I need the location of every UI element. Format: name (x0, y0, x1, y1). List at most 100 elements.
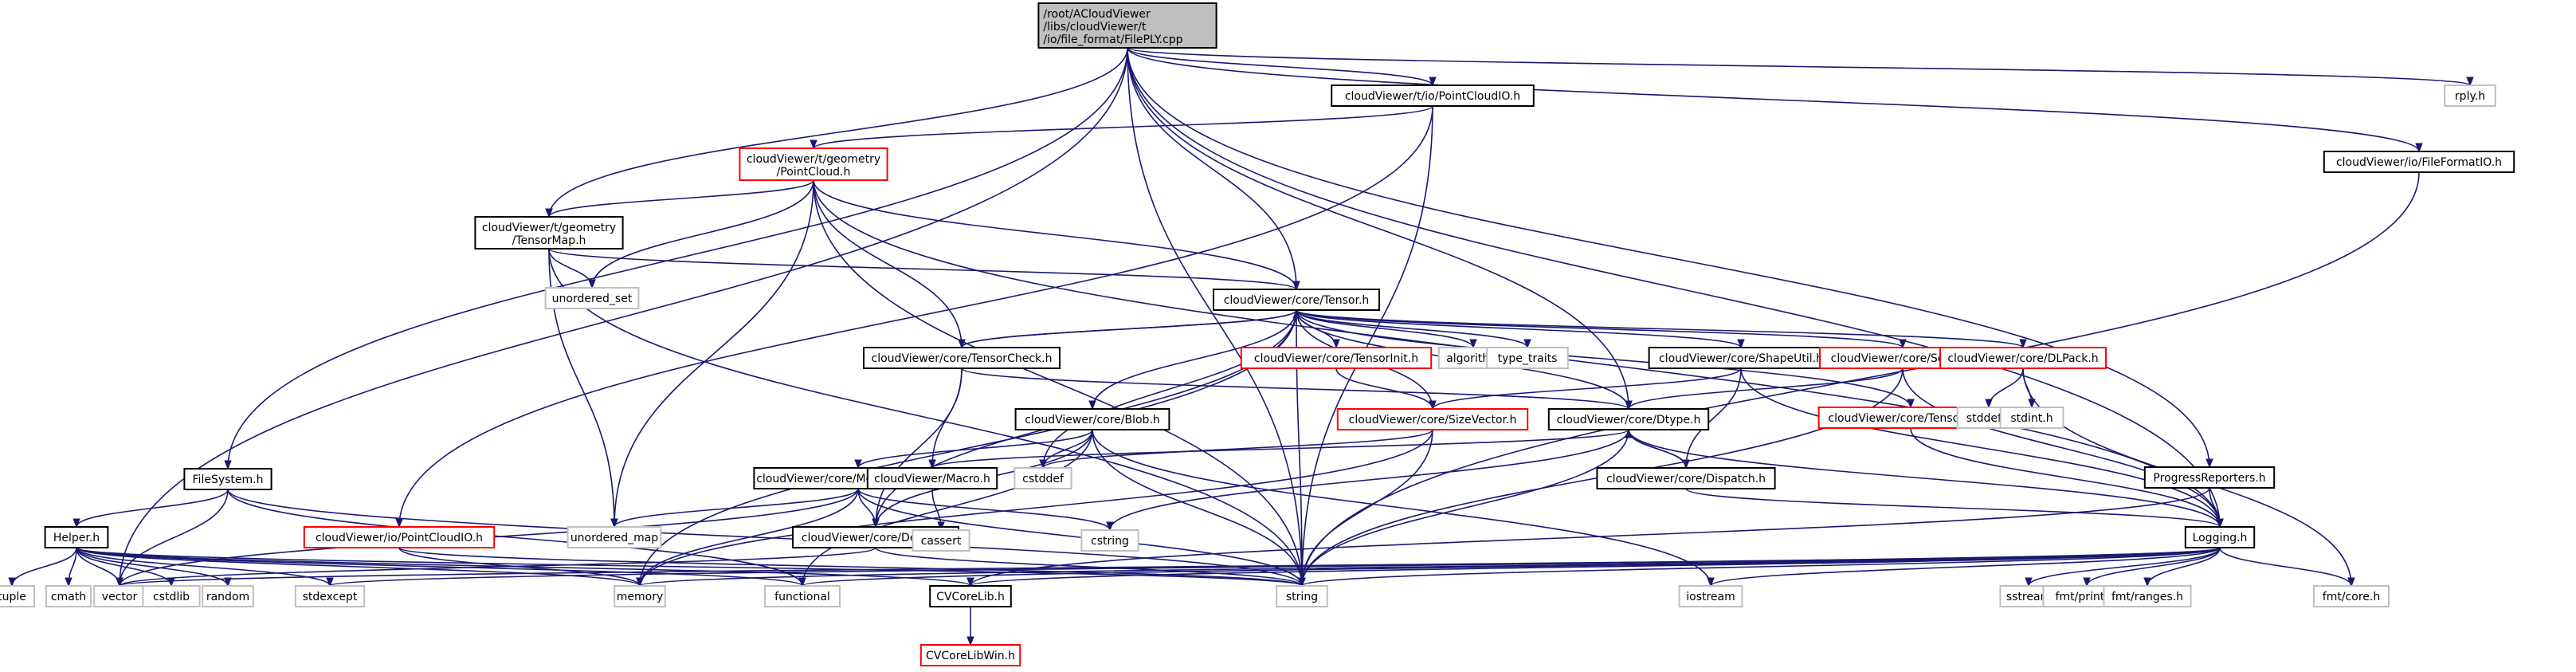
node-tensorcheck[interactable]: cloudViewer/core/TensorCheck.h (863, 347, 1061, 369)
node-functional[interactable]: functional (764, 585, 841, 607)
node-box (1037, 2, 1217, 49)
node-tensorinit[interactable]: cloudViewer/core/TensorInit.h (1240, 347, 1433, 369)
node-tensor[interactable]: cloudViewer/core/Tensor.h (1213, 289, 1380, 311)
node-cassert[interactable]: cassert (912, 529, 970, 552)
edge-logging-to-cvcorelib (970, 547, 2221, 587)
arrowhead-icon (1625, 400, 1633, 411)
node-io-ffio[interactable]: cloudViewer/io/FileFormatIO.h (2323, 151, 2515, 173)
node-logging[interactable]: Logging.h (2184, 526, 2256, 548)
node-label: cloudViewer/core/TensorKey.h (1828, 412, 1993, 425)
edge-root-to-logging (1127, 47, 2221, 528)
node-stdexcept[interactable]: stdexcept (294, 585, 366, 607)
edge-tensorcheck-to-dtype (961, 367, 1629, 410)
arrowhead-icon (872, 518, 880, 529)
node-box (45, 585, 92, 607)
edge-blob-to-functional (802, 429, 1093, 587)
node-unordered-map[interactable]: unordered_map (567, 526, 662, 548)
edge-tensor-to-algorithm (1296, 309, 1474, 348)
node-t-geom-tm[interactable]: cloudViewer/t/geometry/TensorMap.h (474, 216, 624, 250)
edge-t_io_pcio-to-t_geom_pc (813, 105, 1433, 149)
node-random[interactable]: random (202, 585, 254, 607)
edge-sizevector-to-memory (639, 429, 1433, 587)
node-label: cassert (921, 535, 962, 548)
edge-tensorcheck-to-tensor (961, 309, 1297, 348)
node-vector[interactable]: vector (93, 585, 146, 607)
edge-logging-to-string (1301, 547, 2221, 587)
node-box (1331, 84, 1535, 107)
node-tuple[interactable]: tuple (0, 585, 35, 607)
node-label: string (1286, 591, 1318, 603)
edge-blob-to-string (1092, 429, 1303, 587)
node-blob[interactable]: cloudViewer/core/Blob.h (1014, 408, 1170, 430)
node-dispatch[interactable]: cloudViewer/core/Dispatch.h (1596, 467, 1776, 489)
node-filesystem[interactable]: FileSystem.h (183, 468, 272, 490)
arrowhead-icon (1332, 339, 1340, 349)
node-cmath[interactable]: cmath (45, 585, 92, 607)
node-box (1547, 408, 1710, 430)
node-helper[interactable]: Helper.h (44, 526, 109, 548)
node-box (544, 287, 640, 309)
node-io-pcio[interactable]: cloudViewer/io/PointCloudIO.h (303, 526, 496, 548)
edge-io_pcio-to-string (398, 547, 1303, 587)
node-macro[interactable]: cloudViewer/Macro.h (866, 467, 998, 489)
edge-t_geom_tm-to-tensor (548, 248, 1297, 290)
edge-memmgr-to-unordered_map (614, 488, 859, 528)
node-rply[interactable]: rply.h (2444, 84, 2496, 107)
edge-root-to-io_ffio (1127, 47, 2420, 152)
node-label: fmt/printf.h (2056, 591, 2119, 603)
node-box (1213, 289, 1380, 311)
node-root[interactable]: /root/ACloudViewer/libs/cloudViewer/t/io… (1037, 2, 1217, 49)
node-cstdlib[interactable]: cstdlib (142, 585, 201, 607)
edge-t_geom_pc-to-unordered_map (614, 179, 814, 528)
arrowhead-icon (1106, 521, 1114, 532)
node-string[interactable]: string (1276, 585, 1328, 607)
node-type-traits[interactable]: type_traits (1486, 347, 1569, 369)
node-dtype[interactable]: cloudViewer/core/Dtype.h (1547, 408, 1710, 430)
edge-dtype-to-cstring (1109, 429, 1629, 531)
node-label: /libs/cloudViewer/t (1043, 21, 1147, 33)
arrowhead-icon (1429, 400, 1437, 411)
edge-root-to-rply (1127, 47, 2471, 86)
node-label: unordered_set (552, 293, 633, 305)
edge-root-to-tensor (1127, 47, 1297, 290)
node-memory[interactable]: memory (614, 585, 666, 607)
node-label: CVCoreLib.h (936, 591, 1005, 603)
edge-tensor-to-tensorkey (1296, 309, 1911, 408)
arrowhead-icon (958, 339, 966, 349)
edge-filesystem-to-helper (76, 489, 229, 528)
node-label: /io/file_format/FilePLY.cpp (1043, 33, 1182, 46)
node-fmt-core[interactable]: fmt/core.h (2313, 585, 2390, 607)
node-label: cloudViewer/core/SizeVector.h (1349, 414, 1517, 426)
edge-tensor-to-cstddef (1042, 309, 1297, 469)
node-iostream[interactable]: iostream (1678, 585, 1743, 607)
node-box (44, 526, 109, 548)
node-t-geom-pc[interactable]: cloudViewer/t/geometry/PointCloud.h (739, 147, 888, 181)
node-fmt-printf[interactable]: fmt/printf.h (2042, 585, 2131, 607)
node-box (1014, 408, 1170, 430)
node-stdint-h[interactable]: stdint.h (1999, 407, 2064, 429)
node-progress[interactable]: ProgressReporters.h (2143, 466, 2276, 489)
node-fmt-ranges[interactable]: fmt/ranges.h (2103, 585, 2192, 607)
node-cvcorelib[interactable]: CVCoreLib.h (929, 585, 1012, 607)
node-unordered-set[interactable]: unordered_set (544, 287, 640, 309)
edge-root-to-dtype (1127, 47, 1629, 410)
edge-blob-to-memmgr (857, 429, 1093, 469)
edge-sizevector-to-cstddef (1042, 429, 1433, 469)
node-label: type_traits (1498, 352, 1558, 365)
node-sizevector[interactable]: cloudViewer/core/SizeVector.h (1336, 408, 1529, 430)
edge-logging-to-iostream (1710, 547, 2221, 587)
node-cvcorelibwin[interactable]: CVCoreLibWin.h (919, 644, 1021, 666)
edge-root-to-filesystem (227, 47, 1128, 470)
node-label: cstddef (1022, 473, 1065, 485)
node-cstddef[interactable]: cstddef (1014, 467, 1072, 489)
edge-t_geom_pc-to-tensorcheck (813, 179, 963, 348)
node-box (0, 585, 35, 607)
node-label: cloudViewer/core/Dtype.h (1557, 414, 1701, 426)
node-label: /root/ACloudViewer (1043, 8, 1151, 21)
edge-logging-to-sstream (2028, 547, 2221, 587)
arrowhead-icon (966, 636, 974, 646)
node-dlpack[interactable]: cloudViewer/core/DLPack.h (1939, 347, 2107, 369)
node-shapeutil[interactable]: cloudViewer/core/ShapeUtil.h (1648, 347, 1834, 369)
node-cstring[interactable]: cstring (1080, 529, 1139, 552)
node-t-io-pcio[interactable]: cloudViewer/t/io/PointCloudIO.h (1331, 84, 1535, 107)
